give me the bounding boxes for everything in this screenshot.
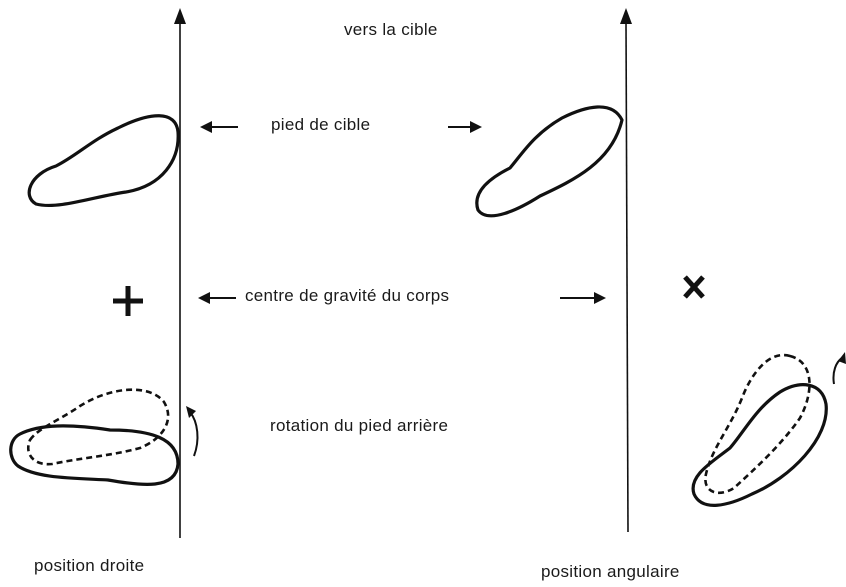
right-front-foot xyxy=(475,105,624,218)
right-target-axis xyxy=(620,8,632,533)
target-foot-arrow-right xyxy=(448,121,482,133)
angular-position-label: position angulaire xyxy=(541,562,680,581)
toward-target-label: vers la cible xyxy=(344,20,438,39)
center-of-gravity-label: centre de gravité du corps xyxy=(245,286,450,305)
gravity-arrow-right xyxy=(560,292,606,304)
left-rear-foot-dashed xyxy=(27,388,170,466)
right-rotation-arrow xyxy=(832,352,846,385)
target-foot-label: pied de cible xyxy=(271,115,371,134)
left-rear-foot-solid xyxy=(9,424,180,487)
right-rear-foot-dashed xyxy=(704,353,811,495)
straight-position-label: position droite xyxy=(34,556,145,575)
left-rotation-arrow xyxy=(186,406,199,457)
gravity-arrow-left xyxy=(198,292,236,304)
right-gravity-marker xyxy=(683,275,705,299)
left-gravity-marker xyxy=(113,286,143,316)
left-target-axis xyxy=(174,8,186,538)
right-rear-foot-solid xyxy=(691,383,828,507)
target-foot-arrow-left xyxy=(200,121,238,133)
rear-foot-rotation-label: rotation du pied arrière xyxy=(270,416,449,435)
left-front-foot xyxy=(27,114,180,208)
